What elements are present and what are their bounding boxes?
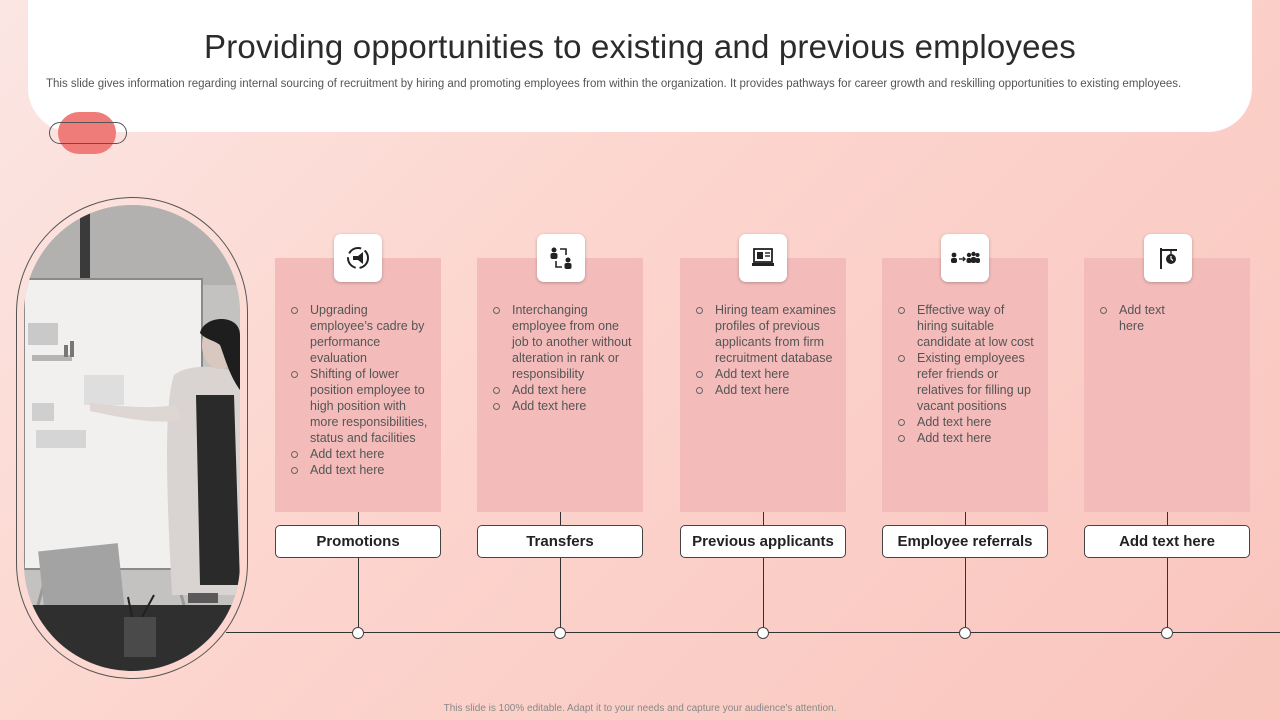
connector-line xyxy=(358,512,359,525)
decorative-pill-outline xyxy=(49,122,127,144)
card-add-text: Add text here xyxy=(1084,258,1250,512)
list-item: Add text here xyxy=(493,382,633,398)
list-item: Add text here xyxy=(291,446,431,462)
signpost-clock-icon xyxy=(1144,234,1192,282)
card-promotions: Upgrading employee’s cadre by performanc… xyxy=(275,258,441,512)
connector-line xyxy=(1167,512,1168,525)
card-employee-referrals: Effective way of hiring suitable candida… xyxy=(882,258,1048,512)
timeline-dot xyxy=(554,627,566,639)
bullet-list: Upgrading employee’s cadre by performanc… xyxy=(291,302,431,478)
presenter-photo xyxy=(24,205,240,671)
bullet-list: Effective way of hiring suitable candida… xyxy=(898,302,1038,446)
connector-line xyxy=(358,558,359,632)
decorative-pill xyxy=(58,112,116,154)
list-item: Upgrading employee’s cadre by performanc… xyxy=(291,302,431,366)
list-item: Shifting of lower position employee to h… xyxy=(291,366,431,446)
timeline-dot xyxy=(352,627,364,639)
list-item: Add text here xyxy=(1100,302,1180,334)
list-item: Interchanging employee from one job to a… xyxy=(493,302,633,382)
list-item: Hiring team examines profiles of previou… xyxy=(696,302,836,366)
timeline-line xyxy=(226,632,1280,633)
label-promotions: Promotions xyxy=(275,525,441,558)
list-item: Add text here xyxy=(493,398,633,414)
timeline-dot xyxy=(757,627,769,639)
bullet-list: Interchanging employee from one job to a… xyxy=(493,302,633,414)
connector-line xyxy=(965,558,966,632)
list-item: Effective way of hiring suitable candida… xyxy=(898,302,1038,350)
connector-line xyxy=(560,512,561,525)
people-transfer-icon xyxy=(537,234,585,282)
connector-line xyxy=(965,512,966,525)
list-item: Add text here xyxy=(898,430,1038,446)
label-add-text: Add text here xyxy=(1084,525,1250,558)
label-transfers: Transfers xyxy=(477,525,643,558)
list-item: Add text here xyxy=(898,414,1038,430)
slide-footer: This slide is 100% editable. Adapt it to… xyxy=(443,703,837,714)
timeline-dot xyxy=(1161,627,1173,639)
connector-line xyxy=(1167,558,1168,632)
slide-title: Providing opportunities to existing and … xyxy=(204,28,1076,65)
connector-line xyxy=(763,512,764,525)
list-item: Add text here xyxy=(291,462,431,478)
referral-group-icon xyxy=(941,234,989,282)
photo-frame xyxy=(16,197,248,679)
card-transfers: Interchanging employee from one job to a… xyxy=(477,258,643,512)
list-item: Existing employees refer friends or rela… xyxy=(898,350,1038,414)
label-employee-referrals: Employee referrals xyxy=(882,525,1048,558)
laptop-profile-icon xyxy=(739,234,787,282)
header-card xyxy=(28,0,1252,132)
list-item: Add text here xyxy=(696,382,836,398)
connector-line xyxy=(560,558,561,632)
bullet-list: Add text here xyxy=(1100,302,1180,334)
slide-subtitle: This slide gives information regarding i… xyxy=(46,78,1182,90)
bullet-list: Hiring team examines profiles of previou… xyxy=(696,302,836,398)
megaphone-cycle-icon xyxy=(334,234,382,282)
timeline-dot xyxy=(959,627,971,639)
list-item: Add text here xyxy=(696,366,836,382)
label-previous-applicants: Previous applicants xyxy=(680,525,846,558)
connector-line xyxy=(763,558,764,632)
card-previous-applicants: Hiring team examines profiles of previou… xyxy=(680,258,846,512)
